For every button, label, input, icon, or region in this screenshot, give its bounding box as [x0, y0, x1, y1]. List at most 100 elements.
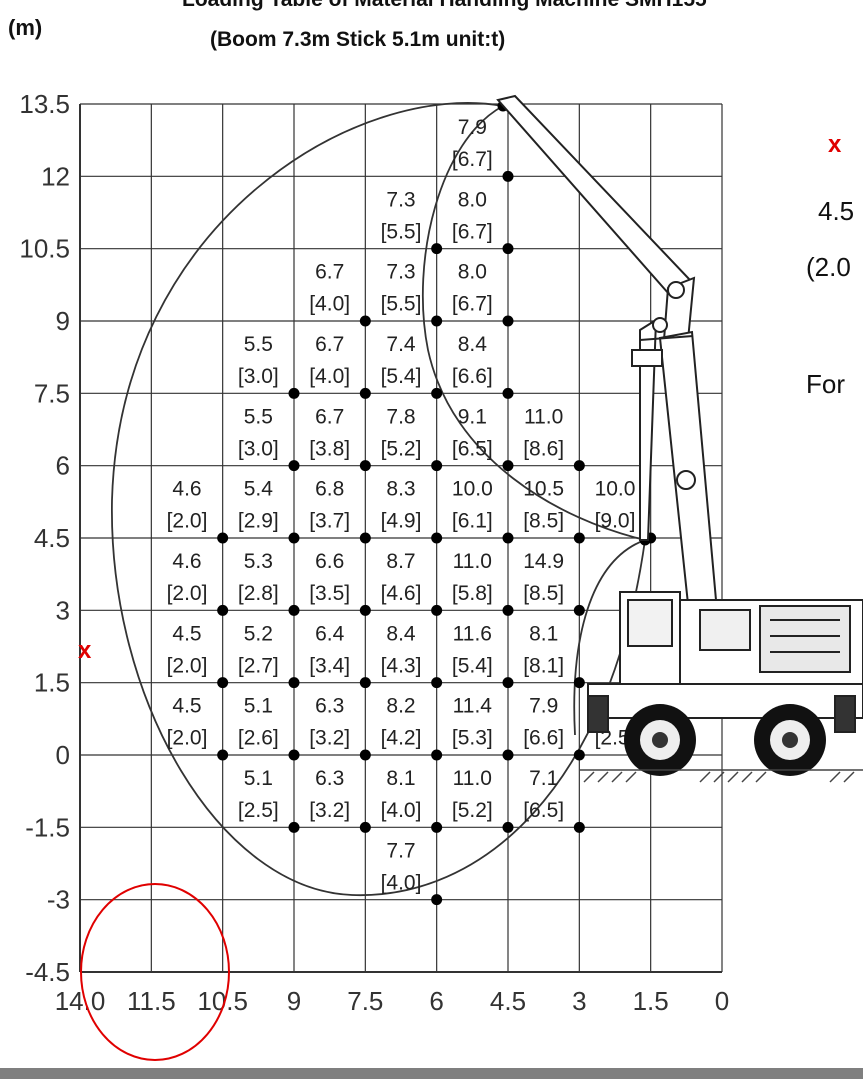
lower-envelope-curve	[573, 539, 646, 736]
lifting-point	[573, 821, 585, 833]
load-weight: [2.9]	[238, 510, 279, 533]
lifting-point	[502, 387, 514, 399]
load-weight: [8.6]	[523, 437, 564, 460]
lifting-point	[288, 677, 300, 689]
point-marker-x: x	[78, 637, 92, 664]
load-value: 14.9	[523, 550, 564, 573]
load-weight: [4.0]	[309, 365, 350, 388]
load-value: 6.7	[315, 333, 344, 356]
lifting-point	[431, 243, 443, 255]
cab-and-body	[587, 591, 863, 733]
ground-hatch	[580, 769, 863, 783]
y-tick-label: 1.5	[34, 668, 70, 698]
y-tick-label: -3	[47, 885, 70, 915]
load-weight: [5.2]	[452, 799, 493, 822]
load-value: 11.0	[453, 550, 492, 573]
lifting-point	[573, 677, 585, 689]
load-value: 7.8	[386, 405, 415, 428]
load-weight: [3.5]	[309, 582, 350, 605]
inner-envelope-curve	[421, 105, 646, 541]
lifting-point	[359, 604, 371, 616]
lifting-point	[431, 460, 443, 472]
lifting-point	[288, 387, 300, 399]
x-tick-label: 10.5	[197, 986, 248, 1016]
load-value: 7.3	[386, 261, 415, 284]
load-value: 6.7	[315, 405, 344, 428]
lifting-point	[502, 243, 514, 255]
load-value: 6.8	[315, 478, 344, 501]
x-tick-label: 9	[287, 986, 301, 1016]
load-weight: [2.0]	[167, 654, 208, 677]
load-value: 8.2	[386, 695, 415, 718]
load-value: 8.0	[458, 261, 487, 284]
lifting-point	[431, 821, 443, 833]
load-weight: [4.0]	[381, 871, 422, 894]
load-weight: [2.5]	[238, 799, 279, 822]
load-value: 5.5	[244, 405, 273, 428]
load-weight: [4.3]	[381, 654, 422, 677]
load-value: 7.7	[386, 839, 415, 862]
load-weight: [2.0]	[167, 727, 208, 750]
load-weight: [4.2]	[381, 727, 422, 750]
load-value: 11.0	[524, 405, 563, 428]
lifting-point	[431, 677, 443, 689]
lifting-point	[359, 821, 371, 833]
load-value: 4.5	[172, 622, 201, 645]
outer-envelope-curve	[111, 102, 646, 896]
boom-arm	[496, 94, 718, 606]
load-weight: [8.5]	[523, 510, 564, 533]
x-tick-label: 0	[715, 986, 729, 1016]
load-weight: [3.2]	[309, 727, 350, 750]
load-value: 7.9	[458, 116, 487, 139]
x-tick-label: 6	[429, 986, 443, 1016]
load-weight: [2.7]	[238, 654, 279, 677]
y-tick-label: 13.5	[19, 89, 70, 119]
load-value: 5.1	[244, 695, 273, 718]
load-weight: [5.5]	[381, 293, 422, 316]
x-tick-label: 4.5	[490, 986, 526, 1016]
lifting-point	[217, 604, 229, 616]
load-value: 8.0	[458, 188, 487, 211]
load-value: 10.0	[595, 478, 636, 501]
load-value: 5.4	[244, 478, 274, 501]
lifting-point	[573, 604, 585, 616]
load-value: 5.5	[244, 333, 273, 356]
load-weight: [3.0]	[238, 365, 279, 388]
title-line2: (Boom 7.3m Stick 5.1m unit:t)	[210, 28, 505, 51]
y-tick-label: 0	[56, 740, 70, 770]
load-values: 7.9[6.7]7.3[5.5]8.0[6.7]6.7[4.0]7.3[5.5]…	[167, 116, 636, 894]
bottom-bar	[0, 1068, 863, 1079]
lifting-point	[359, 532, 371, 544]
load-value: 9.1	[458, 405, 487, 428]
wheels	[624, 704, 826, 776]
load-value: 8.1	[529, 622, 558, 645]
y-tick-label: -1.5	[25, 812, 70, 842]
lifting-point	[502, 532, 514, 544]
side-note-weight: (2.0	[806, 252, 851, 282]
load-value: 8.4	[386, 622, 416, 645]
side-marker-x: x	[828, 131, 842, 158]
load-weight: [6.7]	[452, 220, 493, 243]
lifting-point	[431, 749, 443, 761]
load-weight: [4.0]	[381, 799, 422, 822]
load-value: 10.0	[452, 478, 493, 501]
load-value: 6.3	[315, 767, 344, 790]
lifting-point	[288, 604, 300, 616]
load-value: 7.4	[386, 333, 416, 356]
lifting-point	[431, 387, 443, 399]
load-weight: [5.3]	[452, 727, 493, 750]
load-weight: [5.5]	[381, 220, 422, 243]
lifting-point	[573, 749, 585, 761]
y-tick-label: 10.5	[19, 234, 70, 264]
lifting-point	[217, 749, 229, 761]
y-tick-label: 4.5	[34, 523, 70, 553]
load-weight: [4.6]	[381, 582, 422, 605]
y-tick-label: 9	[56, 306, 70, 336]
load-weight: [6.6]	[523, 727, 564, 750]
load-weight: [9.0]	[595, 510, 636, 533]
load-value: 5.2	[244, 622, 273, 645]
lifting-point	[502, 315, 514, 327]
load-value: 4.6	[172, 478, 201, 501]
load-weight: [2.8]	[238, 582, 279, 605]
